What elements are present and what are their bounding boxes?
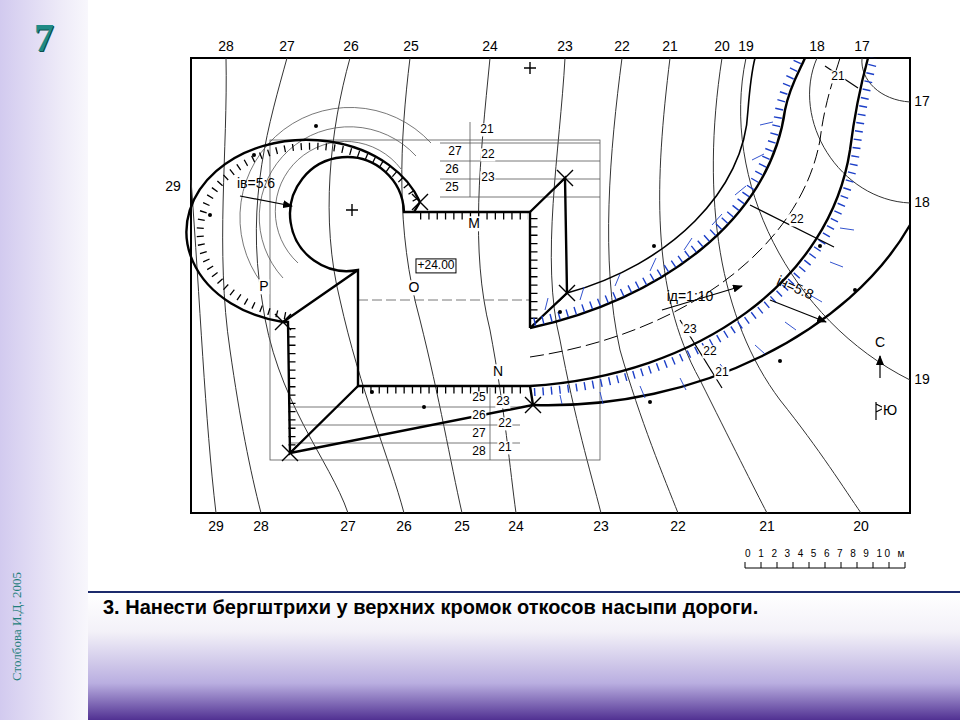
slope-label: iд=1:10 — [666, 289, 715, 304]
scale-label: 0 1 2 3 4 5 6 7 8 9 10 м — [744, 548, 908, 559]
level-number: 23 — [480, 171, 495, 184]
level-number: 22 — [702, 345, 717, 358]
contour-number: 26 — [395, 519, 413, 534]
compass-letter: С — [874, 335, 886, 350]
level-number: 21 — [714, 366, 729, 379]
contour-number: 18 — [808, 39, 826, 54]
level-number: 25 — [471, 391, 486, 404]
level-number: 28 — [471, 445, 486, 458]
level-number: 23 — [682, 323, 697, 336]
level-number: 21 — [830, 70, 845, 83]
elevation-mark: +24.00 — [415, 258, 456, 273]
contour-number: 18 — [913, 195, 931, 210]
level-number: 27 — [447, 145, 462, 158]
level-number: 22 — [789, 213, 804, 226]
level-number: 23 — [495, 395, 510, 408]
level-number: 25 — [444, 181, 459, 194]
point-letter: N — [492, 364, 504, 379]
slope-label: iв=5:6 — [236, 176, 276, 191]
level-number: 22 — [497, 417, 512, 430]
contour-number: 20 — [713, 39, 731, 54]
compass-letter: Ю — [882, 403, 898, 418]
contour-number: 23 — [592, 519, 610, 534]
contour-number: 19 — [913, 372, 931, 387]
contour-number: 24 — [507, 519, 525, 534]
contour-number: 17 — [913, 94, 931, 109]
point-letter: O — [408, 280, 421, 295]
level-number: 22 — [480, 148, 495, 161]
contour-number: 29 — [164, 179, 182, 194]
author-note: Столбова И.Д. 2005 — [10, 571, 24, 682]
contour-number: 28 — [252, 519, 270, 534]
level-number: 26 — [444, 163, 459, 176]
contour-number: 21 — [758, 519, 776, 534]
level-number: 27 — [471, 427, 486, 440]
point-letter: P — [258, 279, 269, 294]
contour-number: 17 — [853, 39, 871, 54]
slide-number: 7 — [33, 16, 55, 60]
contour-number: 27 — [339, 519, 357, 534]
task-caption: 3. Нанести бергштрихи у верхних кромок о… — [103, 596, 950, 619]
contour-number: 28 — [217, 39, 235, 54]
level-number: 21 — [479, 123, 494, 136]
contour-number: 22 — [613, 39, 631, 54]
level-number: 21 — [497, 441, 512, 454]
contour-number: 22 — [669, 519, 687, 534]
level-number: 26 — [471, 409, 486, 422]
contour-number: 25 — [453, 519, 471, 534]
contour-number: 24 — [481, 39, 499, 54]
contour-number: 23 — [556, 39, 574, 54]
contour-number: 19 — [737, 39, 755, 54]
contour-number: 26 — [342, 39, 360, 54]
contour-number: 21 — [661, 39, 679, 54]
contour-number: 25 — [402, 39, 420, 54]
contour-number: 29 — [207, 519, 225, 534]
contour-number: 27 — [278, 39, 296, 54]
contour-number: 20 — [852, 519, 870, 534]
point-letter: M — [467, 216, 481, 231]
